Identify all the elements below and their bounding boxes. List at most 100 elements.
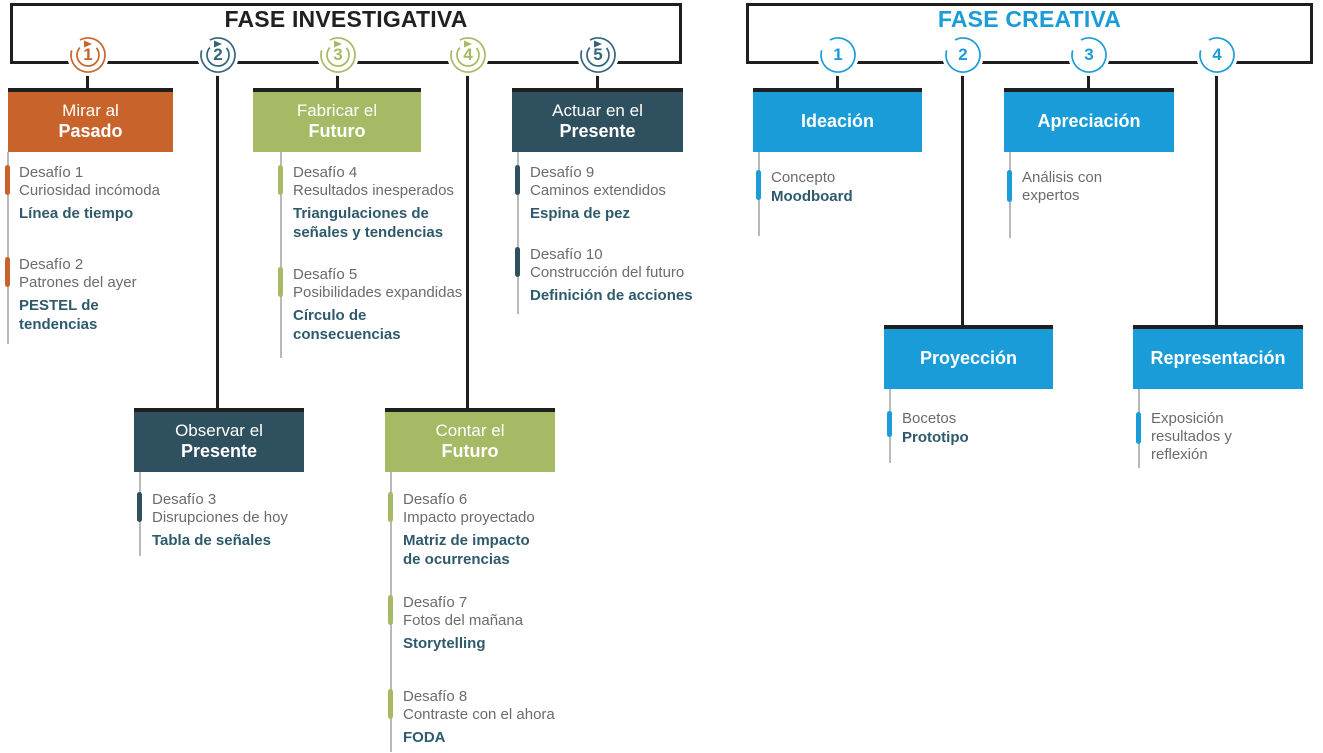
connector-stem <box>336 74 339 90</box>
stage-box-title: Apreciación <box>1037 111 1141 131</box>
tool-name: Matriz de impacto de ocurrencias <box>403 532 530 568</box>
step-number: 4 <box>1212 45 1222 64</box>
challenge-label: Desafío 7 <box>403 594 468 611</box>
challenge-item: Desafío 7 Fotos del mañana Storytelling <box>403 594 583 653</box>
challenge-label: Desafío 10 <box>530 246 603 263</box>
cycle-arrow-icon <box>67 34 109 76</box>
stage-box-title-line1: Contar el <box>435 421 505 440</box>
cycle-arrow-icon <box>447 34 489 76</box>
cycle-arrow-icon <box>197 34 239 76</box>
item-marker-bar <box>278 165 283 195</box>
stage-box-title-line2: Futuro <box>441 441 499 461</box>
item-marker-bar <box>5 257 10 287</box>
stage-box-actuar-en-el-presente: Actuar en el Presente <box>512 88 683 152</box>
step-number: 3 <box>333 45 343 64</box>
challenge-desc: Contraste con el ahora <box>403 706 555 723</box>
challenge-desc: Construcción del futuro <box>530 264 685 281</box>
stage-box-ideacion: Ideación <box>753 88 922 152</box>
challenge-desc: Análisis con expertos <box>1022 169 1103 204</box>
challenge-desc: Curiosidad incómoda <box>19 182 160 199</box>
challenge-desc: Disrupciones de hoy <box>152 509 288 526</box>
challenge-item: Desafío 2 Patrones del ayer PESTEL de te… <box>19 256 194 334</box>
tool-name: Storytelling <box>403 635 486 652</box>
step-number: 5 <box>593 45 603 64</box>
challenge-item: Desafío 3 Disrupciones de hoy Tabla de s… <box>152 491 332 550</box>
item-marker-bar <box>887 411 892 437</box>
challenge-label: Desafío 2 <box>19 256 84 273</box>
step-circle-cre-1: 1 <box>816 33 860 77</box>
challenge-desc: Impacto proyectado <box>403 509 535 526</box>
item-marker-bar <box>137 492 142 522</box>
stage-box-title-line1: Fabricar el <box>296 101 378 120</box>
item-marker-bar <box>5 165 10 195</box>
stage-box-observar-el-presente: Observar el Presente <box>134 408 304 472</box>
stage-box-mirar-al-pasado: Mirar al Pasado <box>8 88 173 152</box>
step-circle-inv-3: 3 <box>316 33 360 77</box>
connector-stem <box>1215 74 1218 327</box>
item-marker-bar <box>1007 170 1012 202</box>
open-circle-icon <box>1196 34 1238 76</box>
step-circle-inv-4: 4 <box>446 33 490 77</box>
step-circle-inv-1: 1 <box>66 33 110 77</box>
open-circle-icon <box>817 34 859 76</box>
challenge-label: Desafío 3 <box>152 491 217 508</box>
challenge-desc: Posibilidades expandidas <box>293 284 463 301</box>
challenge-label: Desafío 4 <box>293 164 358 181</box>
connector-stem <box>961 74 964 327</box>
bracket-creativa <box>746 3 1313 64</box>
item-marker-bar <box>1136 412 1141 444</box>
step-circle-inv-2: 2 <box>196 33 240 77</box>
item-connector-line <box>517 152 519 314</box>
step-circle-cre-3: 3 <box>1067 33 1111 77</box>
stage-box-title: Proyección <box>919 348 1018 368</box>
open-circle-icon <box>1068 34 1110 76</box>
tool-name: Prototipo <box>902 429 969 446</box>
challenge-item: Desafío 9 Caminos extendidos Espina de p… <box>530 164 710 223</box>
challenge-item: Desafío 6 Impacto proyectado Matriz de i… <box>403 491 583 569</box>
tool-name: Definición de acciones <box>530 287 693 304</box>
stage-box-apreciacion: Apreciación <box>1004 88 1174 152</box>
stage-box-title-line2: Presente <box>559 121 636 141</box>
connector-stem <box>836 74 839 90</box>
step-number: 3 <box>1084 45 1094 64</box>
stage-box-proyeccion: Proyección <box>884 325 1053 389</box>
stage-box-fabricar-el-futuro: Fabricar el Futuro <box>253 88 421 152</box>
challenge-item: Análisis con expertos <box>1022 169 1127 205</box>
stage-box-title-line1: Actuar en el <box>552 101 643 120</box>
item-marker-bar <box>515 165 520 195</box>
step-number: 1 <box>83 45 93 64</box>
challenge-item: Bocetos Prototipo <box>902 410 1062 447</box>
open-circle-icon <box>942 34 984 76</box>
challenge-desc: Patrones del ayer <box>19 274 137 291</box>
challenge-item: Desafío 5 Posibilidades expandidas Círcu… <box>293 266 471 344</box>
tool-name: PESTEL de tendencias <box>19 297 99 333</box>
stage-box-representacion: Representación <box>1133 325 1303 389</box>
challenge-label: Desafío 1 <box>19 164 84 181</box>
challenge-label: Desafío 6 <box>403 491 468 508</box>
item-marker-bar <box>756 170 761 200</box>
step-number: 2 <box>213 45 223 64</box>
tool-name: FODA <box>403 729 446 746</box>
step-circle-cre-4: 4 <box>1195 33 1239 77</box>
item-marker-bar <box>388 595 393 625</box>
challenge-item: Concepto Moodboard <box>771 169 931 206</box>
item-marker-bar <box>388 492 393 522</box>
challenge-desc: Concepto <box>771 169 836 186</box>
stage-box-title-line2: Pasado <box>58 121 123 141</box>
connector-stem <box>466 74 469 410</box>
step-number: 2 <box>958 45 968 64</box>
tool-name: Moodboard <box>771 188 853 205</box>
connector-stem <box>596 74 599 90</box>
challenge-label: Desafío 8 <box>403 688 468 705</box>
phase-title-creativa: FASE CREATIVA <box>937 6 1122 32</box>
connector-stem <box>86 74 89 90</box>
stage-box-title-line1: Observar el <box>175 421 263 440</box>
step-circle-cre-2: 2 <box>941 33 985 77</box>
challenge-desc: Resultados inesperados <box>293 182 454 199</box>
item-marker-bar <box>278 267 283 297</box>
connector-stem <box>1087 74 1090 90</box>
item-marker-bar <box>388 689 393 719</box>
challenge-desc: Caminos extendidos <box>530 182 666 199</box>
tool-name: Línea de tiempo <box>19 205 134 222</box>
